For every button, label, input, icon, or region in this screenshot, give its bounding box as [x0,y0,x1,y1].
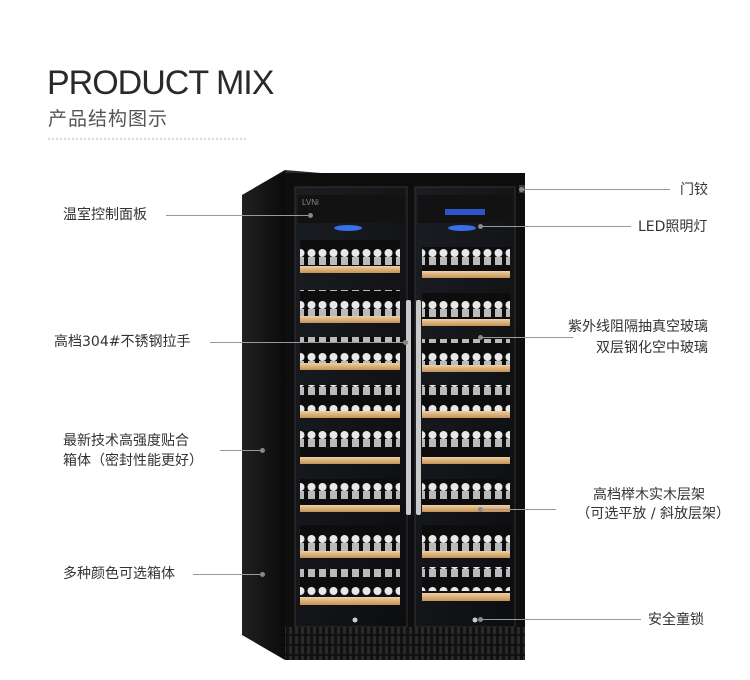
callout-shelf-line2: （可选平放 / 斜放层架） [576,506,730,522]
callout-dot-shelf [478,507,483,512]
callout-line-lock [481,619,641,620]
callout-line-thermostat [166,215,310,216]
title-divider [48,138,248,140]
page-title: PRODUCT MIX [47,64,274,102]
page-subtitle: 产品结构图示 [48,108,169,130]
callout-shelf-line1: 高档榉木实木层架 [593,487,705,503]
callout-body-line2: 箱体（密封性能更好） [63,453,203,469]
callout-colors: 多种颜色可选箱体 [63,566,175,582]
callout-dot-handle [403,340,408,345]
right-shelves [422,247,510,601]
callout-glass-line1: 紫外线阻隔抽真空玻璃 [568,319,708,335]
wine-cabinet-image: LVNi [242,170,525,660]
callout-dot-body [260,448,265,453]
callout-dot-glass [478,335,483,340]
callout-thermostat-panel: 温室控制面板 [63,207,147,223]
callout-handle: 高档304#不锈钢拉手 [54,334,191,350]
left-shelves [300,240,400,605]
callout-line-shelf [481,509,556,510]
callout-line-glass [481,337,573,338]
callout-line-body [220,450,262,451]
callout-glass-line2: 双层钢化空中玻璃 [596,340,708,356]
callout-line-led [481,226,631,227]
left-handle [406,300,411,515]
callout-line-hinge [522,189,670,190]
callout-hinge: 门铰 [680,182,708,198]
callout-dot-led [478,224,483,229]
callout-lock: 安全童锁 [648,612,704,628]
callout-led: LED照明灯 [638,219,708,235]
callout-dot-hinge [519,187,524,192]
callout-line-colors [193,574,262,575]
callout-line-handle [210,342,405,343]
callout-dot-thermostat [308,213,313,218]
callout-body-line1: 最新技术高强度贴合 [63,433,189,449]
brand-logo: LVNi [302,198,319,207]
callout-dot-lock [478,617,483,622]
callout-dot-colors [260,572,265,577]
right-handle [416,300,421,515]
lock-icon [472,617,478,623]
